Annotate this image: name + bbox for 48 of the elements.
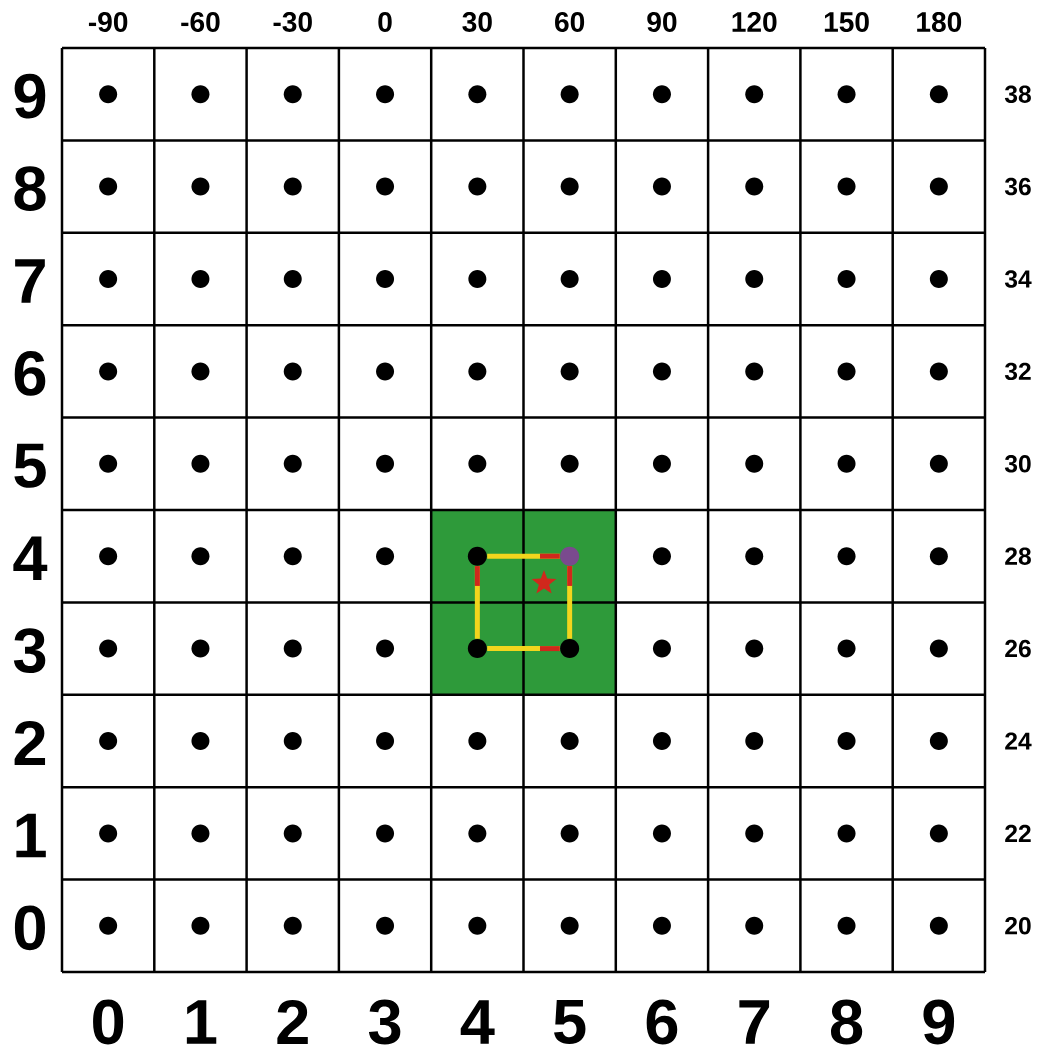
axis-label: 22: [1005, 824, 1031, 842]
row-number: 0: [14, 905, 45, 951]
axis-label: 32: [1004, 362, 1031, 381]
axis-label: 0: [378, 12, 392, 32]
axis-label: 120: [732, 12, 777, 32]
point-dot: [560, 546, 580, 566]
point-dot: [467, 546, 487, 566]
row-number: 5: [14, 443, 46, 488]
axis-label: 26: [1005, 639, 1031, 658]
connector-line: [487, 646, 560, 652]
axis-label: 60: [555, 12, 585, 32]
axis-label: 180: [917, 12, 962, 32]
column-number: 7: [739, 1000, 770, 1044]
row-number: 4: [13, 536, 48, 580]
connector-line: [487, 553, 560, 559]
axis-label: 150: [824, 12, 869, 32]
row-number: 2: [14, 720, 46, 766]
axis-label: -90: [88, 12, 128, 32]
axis-label: 20: [1005, 917, 1031, 935]
column-number: 8: [830, 999, 863, 1045]
column-number: 3: [368, 999, 401, 1045]
axis-label: 28: [1005, 547, 1031, 565]
axis-label: 38: [1004, 85, 1031, 103]
row-number: 9: [14, 73, 46, 119]
column-number: 2: [277, 999, 308, 1045]
column-number: 6: [646, 999, 678, 1045]
row-number: 8: [14, 166, 46, 211]
connector-line: [474, 566, 480, 639]
column-number: 5: [554, 999, 586, 1045]
row-number: 3: [13, 628, 46, 674]
axis-label: 30: [1004, 455, 1031, 473]
row-number: 1: [16, 813, 46, 858]
axis-label: 36: [1004, 177, 1031, 196]
column-number: 9: [923, 999, 955, 1045]
axis-label: 24: [1005, 732, 1032, 750]
column-number: 4: [460, 1000, 495, 1044]
axis-label: 90: [647, 12, 677, 32]
row-number: 6: [14, 351, 46, 396]
axis-label: -60: [181, 12, 220, 32]
connector-line: [567, 566, 573, 639]
column-number: 1: [186, 1000, 217, 1044]
axis-label: 30: [462, 12, 492, 32]
point-dot: [560, 639, 580, 659]
axis-label: 34: [1004, 270, 1032, 288]
axis-label: -30: [273, 12, 312, 32]
point-dot: [467, 639, 487, 659]
column-number: 0: [93, 999, 124, 1045]
row-number: 7: [15, 259, 45, 303]
